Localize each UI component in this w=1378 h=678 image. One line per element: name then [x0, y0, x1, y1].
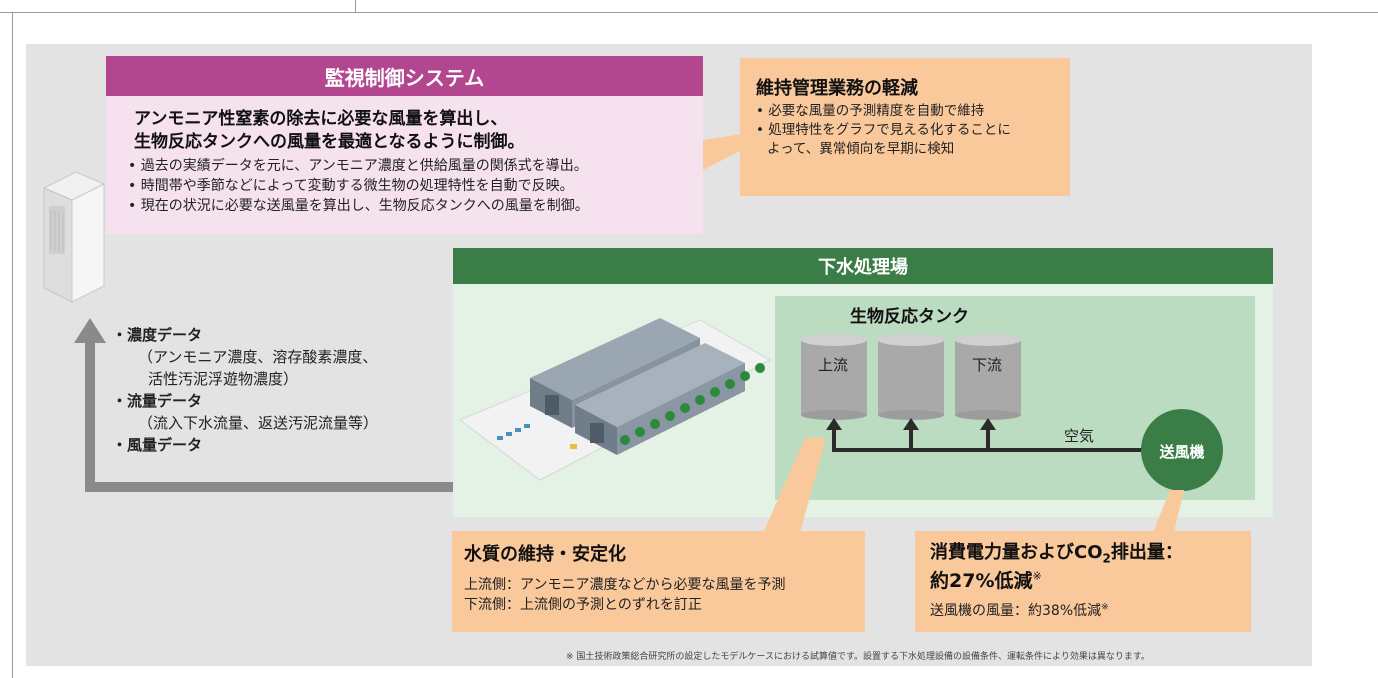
top-divider — [0, 12, 1378, 13]
server-icon — [42, 171, 106, 303]
monitoring-bullet: • 現在の状況に必要な送風量を算出し、生物反応タンクへの風量を制御。 — [128, 198, 589, 214]
maintenance-bullet: よって、異常傾向を早期に検知 — [767, 141, 955, 157]
left-border — [12, 12, 13, 678]
blower-label: 送風機 — [1159, 443, 1205, 461]
monitoring-lead-line: アンモニア性窒素の除去に必要な風量を算出し、 — [134, 109, 508, 129]
data-list: ・濃度データ （アンモニア濃度、溶存酸素濃度、 活性汚泥浮遊物濃度） ・流量デー… — [112, 324, 452, 456]
data-item: ・流量データ — [112, 392, 203, 410]
maintenance-panel — [740, 58, 1070, 196]
data-item: ・風量データ — [112, 436, 203, 454]
footnote: ※ 国土技術政策総合研究所の設定したモデルケースにおける試算値です。設置する下水… — [566, 652, 1150, 662]
data-item-detail: 活性汚泥浮遊物濃度） — [148, 370, 299, 388]
monitoring-bullet: • 過去の実績データを元に、アンモニア濃度と供給風量の関係式を導出。 — [128, 158, 588, 174]
tank-downstream-label: 下流 — [972, 356, 1003, 374]
maintenance-title: 維持管理業務の軽減 — [756, 78, 918, 99]
energy-reduction: 約27%低減※ — [930, 566, 1042, 593]
energy-title-text: 消費電力量およびCO — [930, 542, 1103, 563]
monitoring-lead: アンモニア性窒素の除去に必要な風量を算出し、 生物反応タンクへの風量を最適となる… — [134, 108, 694, 154]
vehicle-icon — [570, 444, 577, 449]
data-item: ・濃度データ — [112, 326, 203, 344]
tank-middle — [878, 334, 944, 420]
blower-reduction: 送風機の風量：約38%低減※ — [930, 600, 1109, 620]
maintenance-bullets: • 必要な風量の予測精度を自動で維持 • 処理特性をグラフで見える化することに … — [756, 102, 1061, 159]
note-mark: ※ — [1032, 569, 1042, 583]
blower-circle — [1141, 409, 1223, 491]
quality-panel — [452, 531, 865, 632]
monitoring-bullet: • 時間帯や季節などによって変動する微生物の処理特性を自動で反映。 — [128, 178, 574, 194]
tank-downstream — [955, 334, 1021, 420]
quality-line: 上流側：アンモニア濃度などから必要な風量を予測 — [464, 577, 786, 593]
callout-pointer — [703, 134, 742, 170]
quality-line: 下流側：上流側の予測とのずれを訂正 — [464, 597, 702, 613]
quality-title: 水質の維持・安定化 — [464, 544, 626, 565]
tank-upstream-label: 上流 — [818, 356, 849, 374]
data-item-detail: （流入下水流量、返送汚泥流量等） — [138, 414, 379, 432]
energy-title-subscript: 2 — [1102, 551, 1111, 566]
data-item-detail: （アンモニア濃度、溶存酸素濃度、 — [138, 348, 378, 366]
air-label: 空気 — [1064, 427, 1095, 445]
maintenance-bullet: • 必要な風量の予測精度を自動で維持 — [756, 103, 985, 119]
monitoring-lead-line: 生物反応タンクへの風量を最適となるように制御。 — [134, 132, 525, 152]
callout-pointer — [760, 438, 826, 540]
blower-reduction-value: 送風機の風量：約38%低減 — [930, 603, 1102, 619]
energy-reduction-value: 約27%低減 — [930, 570, 1033, 592]
monitoring-bullets: • 過去の実績データを元に、アンモニア濃度と供給風量の関係式を導出。 • 時間帯… — [128, 156, 698, 216]
maintenance-bullet: • 処理特性をグラフで見える化することに — [756, 122, 1011, 138]
air-pipe — [826, 418, 1145, 452]
monitoring-panel — [106, 96, 703, 234]
monitoring-title: 監視制御システム — [106, 56, 703, 96]
energy-panel — [915, 531, 1251, 632]
tank-upstream — [801, 334, 867, 420]
energy-title-text: 排出量： — [1110, 542, 1183, 563]
note-mark: ※ — [1101, 602, 1109, 613]
plant-title: 下水処理場 — [453, 248, 1273, 284]
energy-title: 消費電力量およびCO2排出量： — [930, 538, 1183, 566]
callout-pointer — [1150, 490, 1184, 540]
vehicle-icon — [497, 424, 530, 440]
tank-title: 生物反応タンク — [850, 307, 969, 327]
top-frame — [0, 0, 1378, 12]
top-tick — [355, 0, 356, 12]
tree-icon — [620, 363, 765, 445]
